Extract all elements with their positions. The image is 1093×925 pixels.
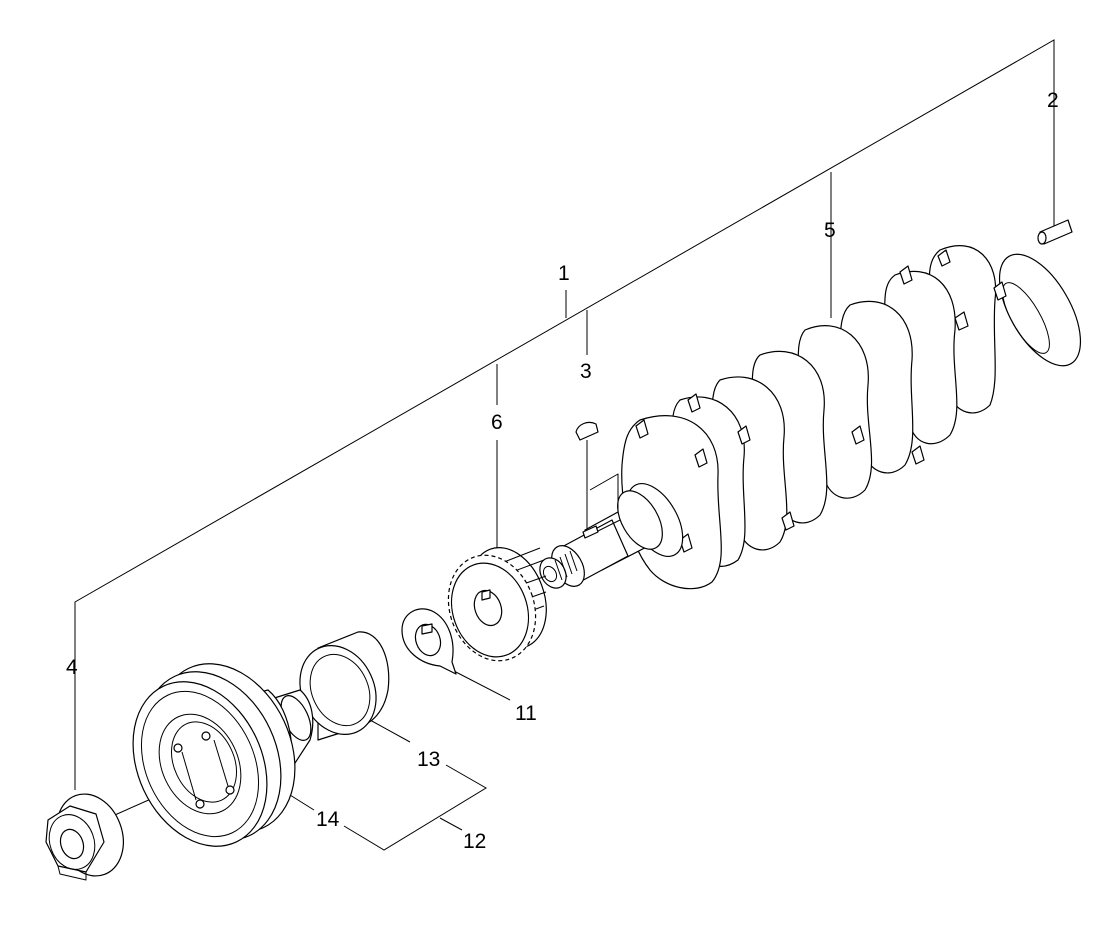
callout-labels: 1 2 3 4 5 6 11 12 13 14	[66, 89, 1059, 853]
callout-1: 1	[558, 262, 570, 285]
leader-12-bracket	[343, 764, 487, 851]
callout-12: 12	[463, 830, 486, 853]
part-pulley-nut	[45, 793, 124, 881]
part-crankshaft-pulley	[132, 663, 314, 847]
part-thrust-washer	[401, 608, 457, 675]
leader-12	[439, 817, 463, 831]
callout-4: 4	[66, 656, 78, 679]
part-dowel-pin	[1037, 219, 1073, 245]
part-spacer-sleeve	[299, 631, 390, 741]
part-crankshaft	[539, 245, 1082, 590]
callout-5: 5	[824, 219, 836, 242]
leader-11	[451, 669, 511, 701]
leader-13	[369, 719, 411, 743]
callout-6: 6	[491, 411, 503, 434]
callout-11: 11	[515, 702, 537, 725]
callout-13: 13	[417, 748, 440, 771]
part-crankshaft-gear	[447, 547, 547, 662]
callout-14: 14	[316, 808, 340, 831]
part-woodruff-key	[575, 421, 599, 441]
callout-3: 3	[580, 360, 592, 383]
callout-2: 2	[1047, 89, 1059, 112]
